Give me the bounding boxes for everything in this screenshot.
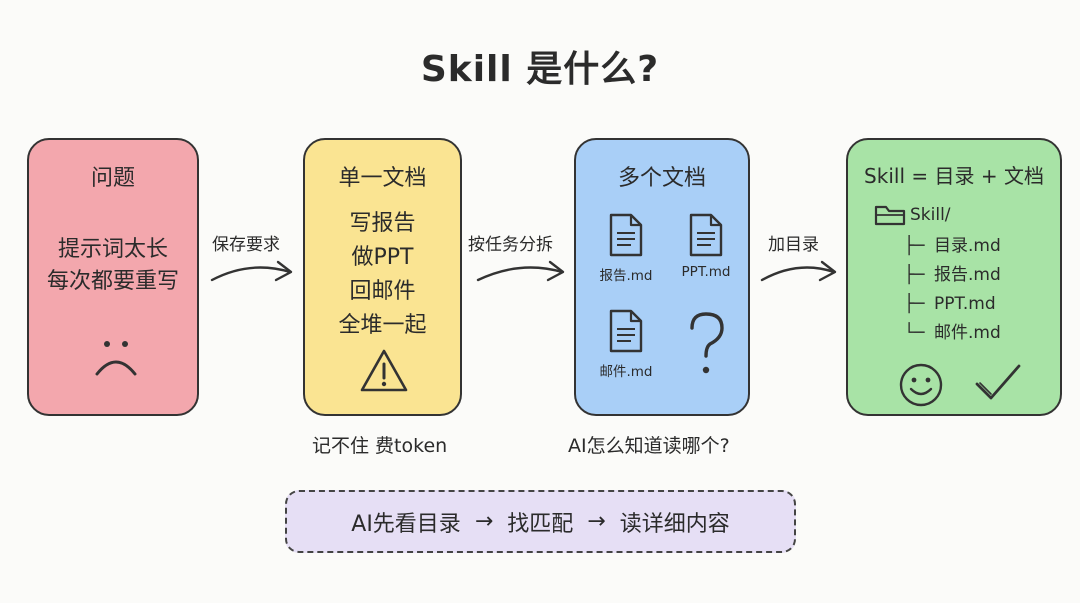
folder-icon	[874, 205, 906, 226]
doc-mail: 邮件.md	[586, 308, 666, 380]
checkmark-icon	[975, 364, 1021, 400]
doc-ppt-label: PPT.md	[681, 264, 731, 280]
problem-line-2: 每次都要重写	[46, 269, 179, 294]
summary-flow-box: AI先看目录 → 找匹配 → 读详细内容	[285, 490, 796, 553]
doc-ppt: PPT.md	[664, 212, 748, 280]
tree-branch: ├─	[904, 236, 925, 256]
doc-mail-label: 邮件.md	[599, 364, 653, 380]
arrow2-label: 按任务分拆	[468, 235, 553, 255]
skill-card: Skill = 目录 + 文档 Skill/ ├─ 目录.md ├─ 报告.md…	[846, 138, 1062, 416]
arrow2-icon	[476, 260, 565, 282]
question-mark-icon	[690, 312, 724, 374]
warning-icon	[360, 349, 408, 392]
single-doc-card-header: 单一文档	[338, 166, 427, 191]
tree-file-name: 邮件.md	[934, 323, 1001, 343]
document-icon	[689, 213, 723, 257]
doc-report: 报告.md	[586, 212, 666, 284]
tree-file-name: PPT.md	[934, 294, 996, 314]
single-doc-card: 单一文档 写报告 做PPT 回邮件 全堆一起	[303, 138, 462, 416]
tree-branch: ├─	[904, 294, 925, 314]
problem-line-1: 提示词太长	[57, 237, 168, 262]
single-doc-line-3: 回邮件	[349, 279, 416, 304]
single-doc-caption: 记不住 费token	[312, 435, 448, 457]
tree-branch: └─	[904, 323, 925, 343]
sad-face-icon	[95, 341, 137, 376]
summary-step-3: 读详细内容	[619, 511, 730, 537]
doc-report-label: 报告.md	[599, 268, 653, 284]
arrow1-icon	[210, 260, 293, 282]
tree-file-name: 目录.md	[934, 236, 1001, 256]
problem-card: 问题 提示词太长 每次都要重写	[27, 138, 199, 416]
single-doc-line-2: 做PPT	[351, 245, 414, 270]
problem-card-header: 问题	[90, 166, 135, 191]
arrow1-label: 保存要求	[212, 235, 280, 255]
summary-arrow: →	[587, 509, 606, 534]
multi-doc-card: 多个文档 报告.md PPT.md 邮件.md	[574, 138, 750, 416]
summary-arrow: →	[474, 509, 494, 534]
arrow3-label: 加目录	[768, 235, 819, 255]
skill-folder-name: Skill/	[910, 205, 951, 225]
summary-step-1: AI先看目录	[351, 511, 461, 537]
smile-face-icon	[899, 363, 943, 407]
tree-file-name: 报告.md	[934, 265, 1001, 285]
single-doc-line-1: 写报告	[349, 211, 416, 236]
page-title: Skill 是什么?	[420, 49, 660, 90]
multi-doc-caption: AI怎么知道读哪个?	[568, 435, 730, 457]
skill-card-header: Skill = 目录 + 文档	[864, 164, 1044, 188]
single-doc-line-4: 全堆一起	[338, 313, 427, 338]
arrow3-icon	[760, 260, 837, 282]
tree-branch: ├─	[904, 265, 925, 285]
summary-step-2: 找匹配	[507, 511, 574, 537]
multi-doc-card-header: 多个文档	[617, 166, 706, 191]
document-icon	[609, 213, 643, 257]
document-icon	[609, 309, 643, 353]
